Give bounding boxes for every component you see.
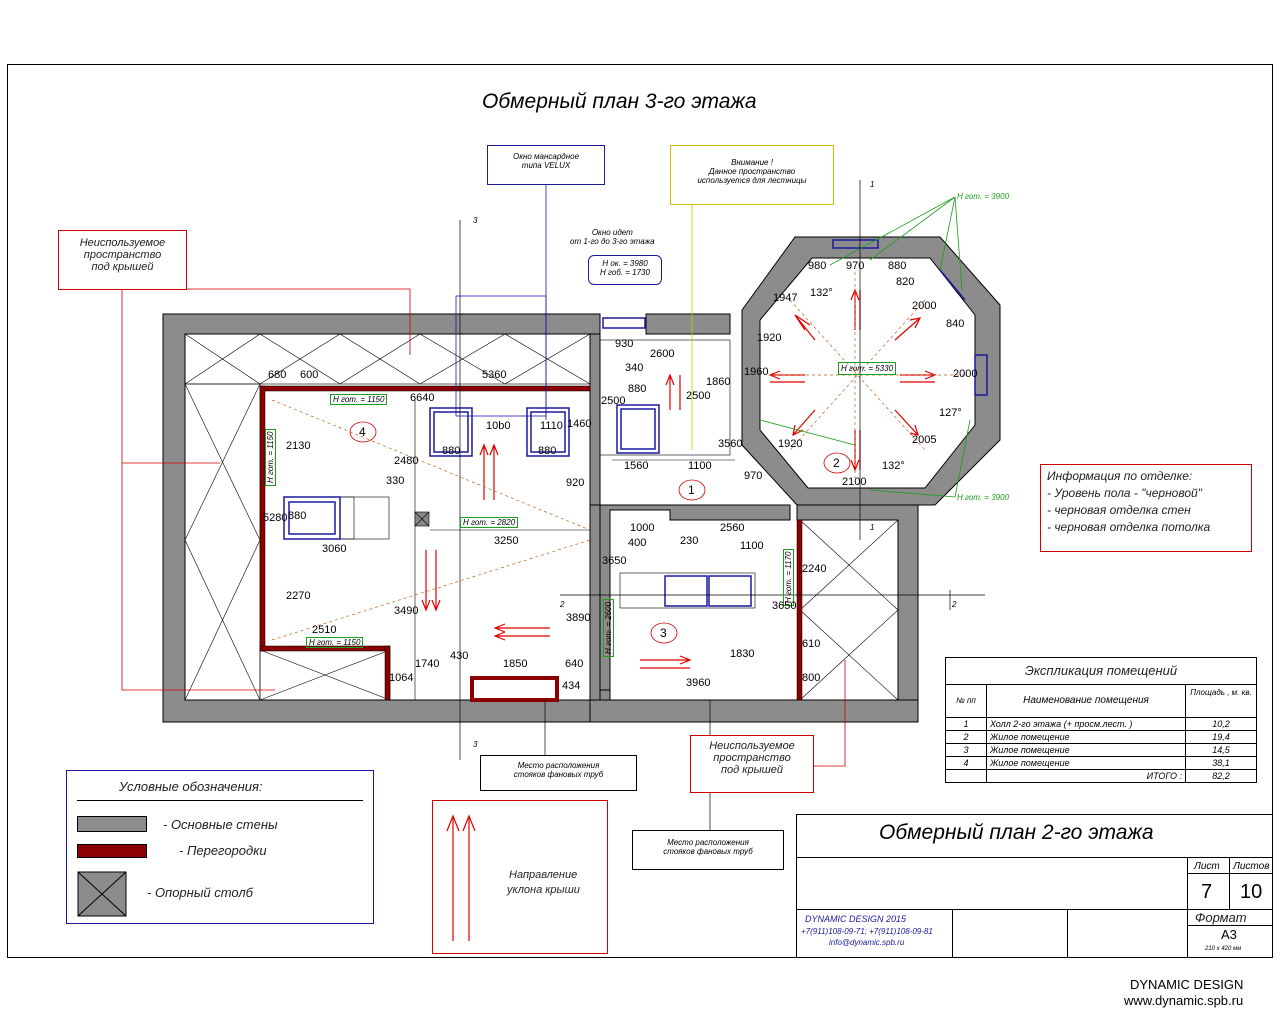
partition-swatch: [77, 844, 147, 858]
explication-table: Экспликация помещений № пп Наименование …: [945, 657, 1257, 783]
footer-site: www.dynamic.spb.ru: [1124, 993, 1244, 1008]
height-label: Н гот. = 3900: [957, 192, 1010, 201]
note-attention: Внимание ! Данное пространство используе…: [670, 145, 834, 205]
title-block: Обмерный план 2-го этажа Лист Листов 7 1…: [796, 814, 1272, 957]
note-unused-space-bottom: Неиспользуемое пространство под крышей: [690, 735, 814, 793]
plan-title: Обмерный план 3-го этажа: [482, 90, 757, 113]
note-window-heights: Н ок. = 3980 Н гоб. = 1730: [588, 255, 662, 285]
note-velux: Окно мансардное типа VELUX: [487, 145, 605, 185]
height-label: Н гот. = 1170: [783, 548, 794, 606]
height-label: Н гот. = 1150: [330, 394, 388, 405]
finish-info: Информация по отделке: - Уровень пола - …: [1040, 464, 1252, 552]
height-label: Н гот. = 2600: [603, 598, 614, 657]
height-label: Н гот. = 1150: [265, 428, 276, 486]
height-label: Н гот. = 2820: [460, 517, 519, 528]
wall-swatch: [77, 816, 147, 832]
height-label: Н гот. = 5330: [838, 362, 897, 375]
attic-space-left: [184, 333, 899, 701]
footer-brand: DYNAMIC DESIGN: [1130, 977, 1244, 992]
partitions: [259, 385, 803, 702]
room-number: 4: [359, 425, 366, 439]
legend: Условные обозначения: - Основные стены -…: [66, 770, 374, 924]
note-pipes-1: Место расположения стояков фановых труб: [480, 755, 637, 791]
height-label: Н гот. = 1150: [306, 637, 364, 648]
roof-slope-legend: Направление уклона крыши: [432, 800, 608, 954]
note-unused-space-left: Неиспользуемое пространство под крышей: [58, 230, 187, 290]
height-label: Н гот. = 3900: [957, 493, 1010, 502]
room-number: 1: [688, 483, 695, 497]
windows: [283, 239, 988, 607]
sheet-frame: [7, 64, 1273, 958]
slope-arrows: [421, 288, 937, 669]
room-number: 3: [660, 626, 667, 640]
support-column-icon: [77, 871, 127, 917]
note-pipes-2: Место расположения стояков фановых труб: [632, 830, 784, 870]
slope-arrow-icon: [446, 814, 476, 941]
main-walls: [162, 236, 1001, 723]
note-window-floors: Окно идет от 1-го до 3-го этажа: [570, 228, 655, 246]
table-row: ИТОГО :82,2: [946, 769, 1256, 782]
room-number: 2: [833, 456, 840, 470]
